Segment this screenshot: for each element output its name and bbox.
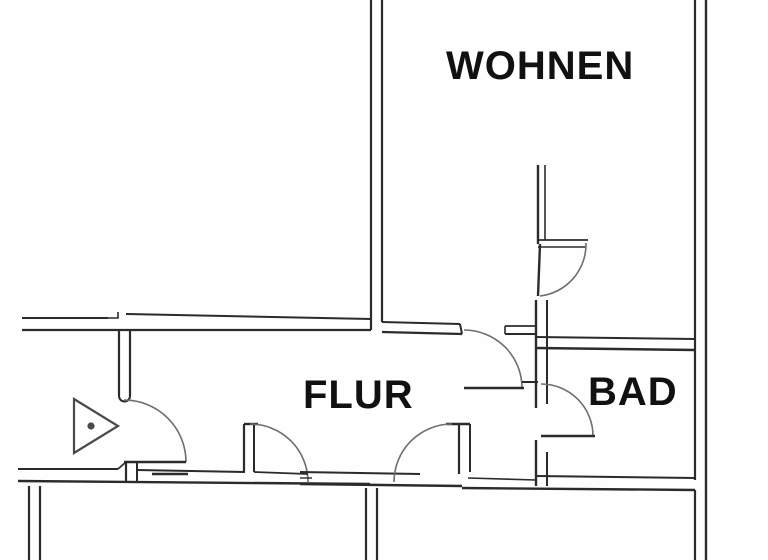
door-flur-lower-right [393,422,471,483]
room-label-wohnen: WOHNEN [446,44,635,88]
entry-direction-triangle-icon [72,397,121,455]
door-flur-lower-left [242,422,309,483]
wall-center-vertical-top [369,0,384,330]
wall-bad-south [461,475,696,492]
wall-flur-south-mid [299,471,463,488]
wall-bottom-vertical-left [27,486,42,560]
wall-bad-west [534,300,548,486]
door-bad [540,383,595,438]
room-label-flur: FLUR [303,373,414,417]
door-wohnen-upper [536,242,587,297]
wall-bottom-vertical-center [364,488,379,560]
wall-left-vertical-upper [117,330,132,403]
wall-wohnen-stub-vertical [536,165,588,248]
room-label-bad: BAD [588,370,678,414]
wall-bottom-stubs [300,477,537,481]
wall-flur-north [22,312,463,336]
wall-bad-north [535,336,696,352]
wall-stub-bad-northwest [504,325,536,335]
wall-right-exterior [693,0,708,560]
door-flur-entry-left [123,399,187,464]
